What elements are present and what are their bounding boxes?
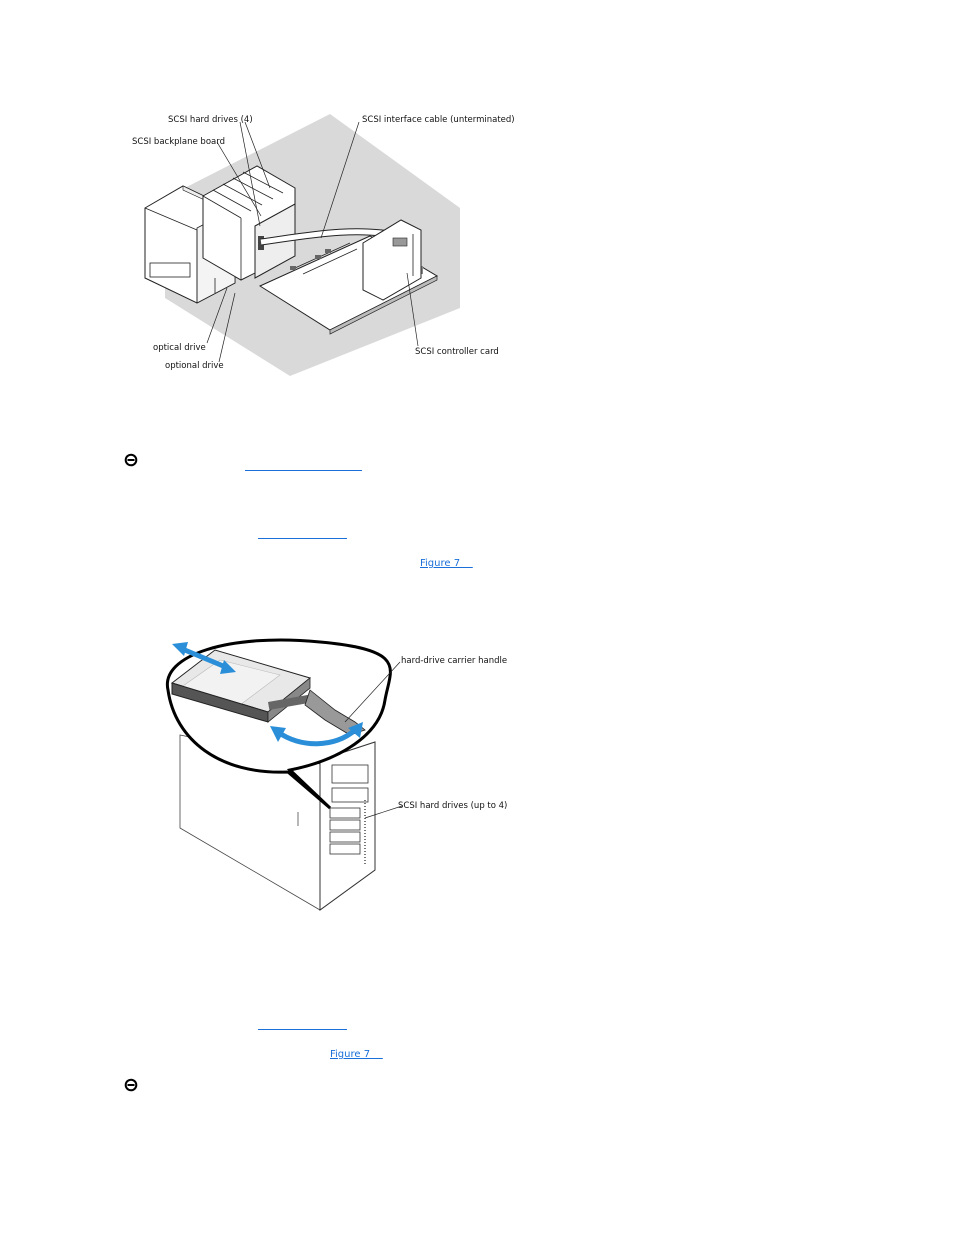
notice-icon: [124, 1078, 138, 1092]
scsi-cabling-diagram: SCSI hard drives (4) SCSI backplane boar…: [132, 114, 515, 376]
label-optical-drive: optical drive: [153, 343, 206, 353]
label-carrier-handle: hard-drive carrier handle: [401, 656, 507, 666]
notice-link-1[interactable]: [245, 470, 362, 471]
procedure-link-1[interactable]: [258, 538, 347, 539]
label-scsi-hard-drives: SCSI hard drives (4): [168, 115, 253, 125]
label-scsi-backplane-board: SCSI backplane board: [132, 137, 225, 147]
procedure-link-2[interactable]: [258, 1029, 347, 1030]
figure-reference-link-1[interactable]: Figure 7: [420, 558, 473, 569]
label-scsi-controller-card: SCSI controller card: [415, 347, 499, 357]
label-scsi-interface-cable: SCSI interface cable (unterminated): [362, 115, 515, 125]
figure-reference-link-2[interactable]: Figure 7: [330, 1049, 383, 1060]
notice-icon: [124, 453, 138, 467]
hard-drive-carrier-diagram: hard-drive carrier handle SCSI hard driv…: [165, 638, 507, 911]
label-optional-drive: optional drive: [165, 361, 224, 371]
label-scsi-hard-drives-up-to-4: SCSI hard drives (up to 4): [398, 801, 507, 811]
